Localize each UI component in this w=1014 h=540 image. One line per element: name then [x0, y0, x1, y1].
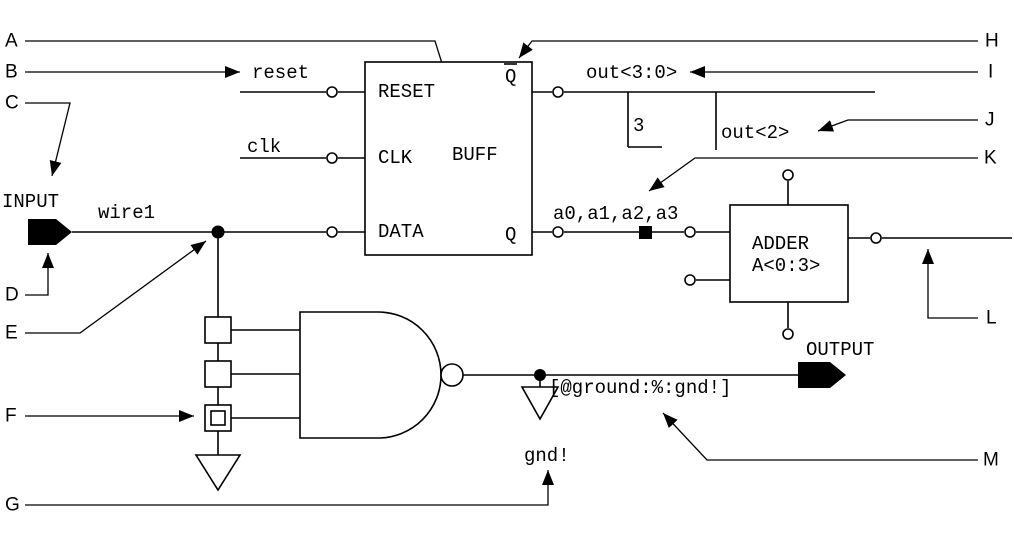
callout-l-leader-arrow — [922, 249, 978, 319]
adder-bottom-pin-circle — [782, 328, 794, 340]
callout-j-leader-arrow — [817, 119, 978, 132]
callout-g-label: G — [5, 495, 20, 516]
bus-bit-label: 3 — [633, 115, 644, 137]
callout-c-label: C — [5, 93, 19, 114]
flipflop-pin-data-label: DATA — [378, 221, 424, 243]
callout-i-label: I — [988, 62, 993, 83]
flipflop-pin-clk-label: CLK — [378, 147, 413, 169]
alias-net-label: a0,a1,a2,a3 — [553, 203, 678, 225]
callout-m-leader-arrow — [662, 412, 978, 461]
clk-pin-circle — [326, 152, 338, 164]
ground-net-label: gnd! — [524, 445, 570, 467]
reset-pin-circle — [326, 86, 338, 98]
callout-e-label: E — [5, 323, 18, 344]
flipflop-instance-label: BUFF — [452, 144, 498, 166]
callout-a-label: A — [5, 31, 18, 52]
input-port-symbol — [28, 219, 72, 245]
flipflop-pin-reset-label: RESET — [378, 81, 435, 103]
net-expression-label: [@ground:%:gnd!] — [549, 377, 731, 399]
adder-in2-pin-circle — [684, 274, 696, 286]
callout-d-leader-arrow — [25, 253, 54, 296]
flipflop-pin-q-label: Q — [505, 224, 516, 246]
adder-out-pin-circle — [870, 232, 882, 244]
reset-net-label: reset — [252, 62, 309, 84]
wire1-net-label: wire1 — [98, 202, 155, 224]
callout-b-label: B — [5, 62, 18, 83]
callout-c-leader-arrow — [25, 102, 71, 177]
ground-triangle-symbol — [520, 386, 560, 421]
flipflop-body — [364, 61, 533, 256]
callout-l-label: L — [986, 308, 997, 329]
callout-d-label: D — [5, 285, 19, 306]
callout-k-label: K — [984, 148, 997, 169]
input-port-label: INPUT — [2, 191, 59, 213]
callout-m-label: M — [983, 450, 999, 471]
nand-input2-square — [204, 360, 232, 388]
bus-member-label: out<2> — [721, 122, 789, 144]
alias-square-marker — [639, 226, 652, 239]
adder-bus-label: A<0:3> — [752, 255, 820, 277]
output-port-label: OUTPUT — [806, 339, 874, 361]
adder-top-pin-circle — [782, 169, 794, 181]
callout-g-leader-arrow — [25, 470, 554, 506]
callout-j-label: J — [985, 110, 995, 131]
callout-h-leader-arrow — [518, 40, 978, 59]
nand-input3-inner-square — [210, 410, 226, 426]
nand-input1-square — [204, 316, 232, 344]
solder-dot-wire1 — [211, 225, 225, 239]
open-triangle-symbol — [194, 454, 242, 492]
callout-h-label: H — [985, 31, 999, 52]
bus-net-label: out<3:0> — [586, 62, 677, 84]
callout-k-leader-arrow — [648, 157, 978, 192]
solder-dot-output — [534, 369, 546, 381]
qbar-pin-circle — [552, 86, 564, 98]
nand-input3-square — [204, 404, 232, 432]
nand-gate-body — [299, 311, 442, 439]
adder-in1-pin-circle — [684, 226, 696, 238]
output-port-symbol — [798, 362, 846, 388]
callout-e-leader-arrow — [25, 240, 207, 334]
callout-f-label: F — [5, 406, 17, 427]
adder-body — [729, 204, 849, 303]
flipflop-pin-qbar-label: Q — [505, 66, 516, 88]
data-pin-circle — [326, 226, 338, 238]
q-pin-circle — [552, 226, 564, 238]
nand-inversion-bubble — [440, 363, 464, 387]
adder-name-label: ADDER — [752, 233, 809, 255]
clk-net-label: clk — [247, 136, 281, 158]
